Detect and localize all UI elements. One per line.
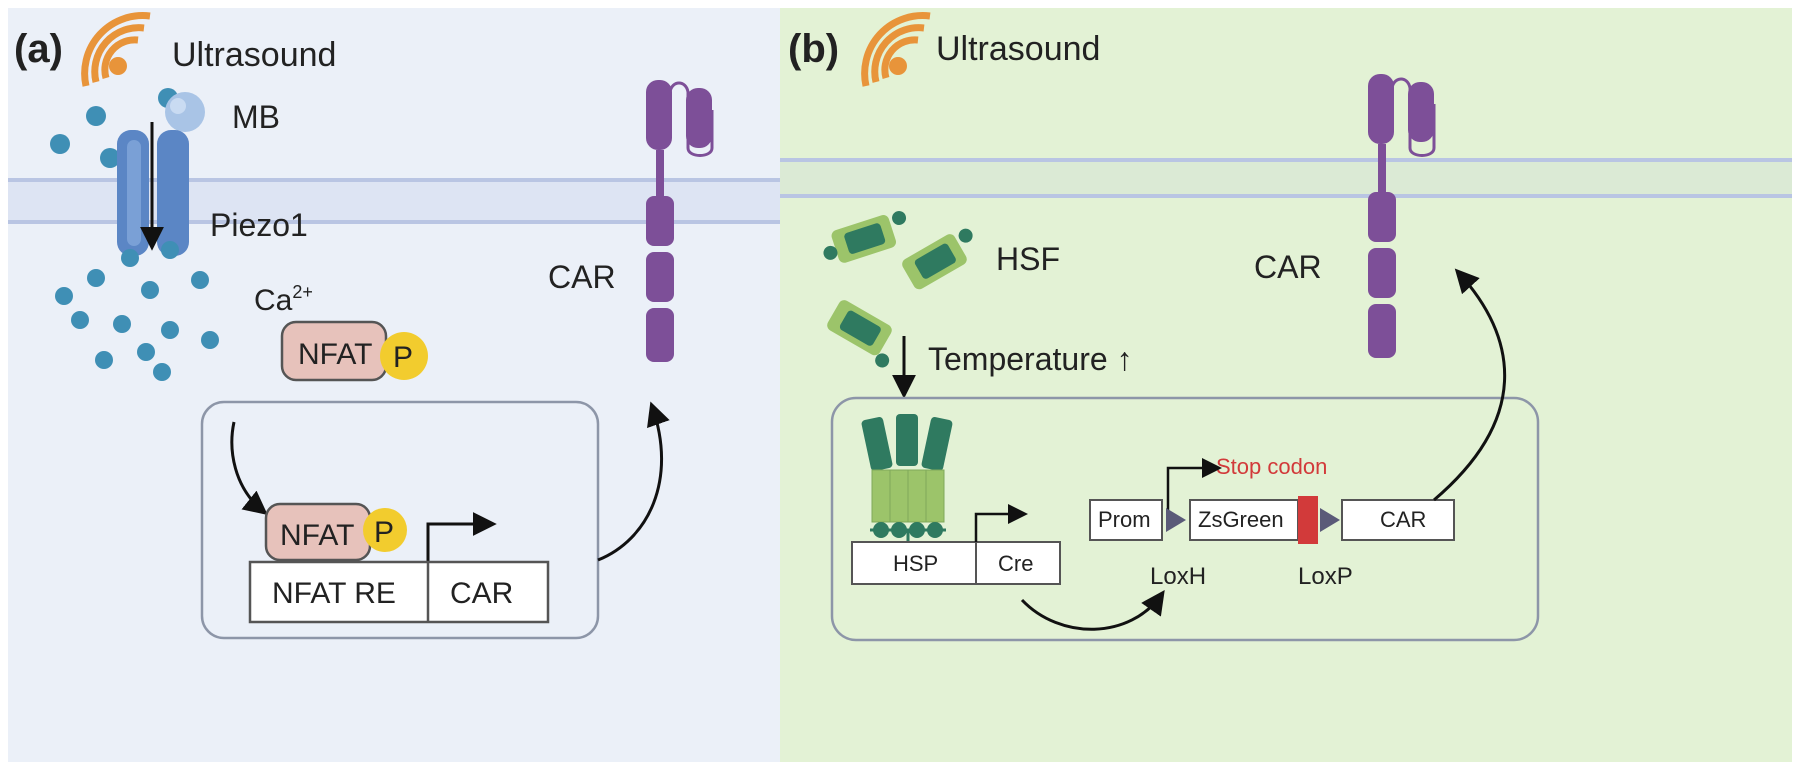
car-label-a: CAR (548, 259, 616, 295)
lox-stop-construct: Prom ZsGreen CAR (1089, 496, 1455, 544)
car-receptor-b (1368, 74, 1436, 358)
piezo1-label: Piezo1 (210, 207, 308, 243)
ultrasound-icon-b (861, 12, 931, 87)
nfat-label: NFAT (298, 338, 372, 371)
nfat-bound-label: NFAT (280, 519, 354, 552)
panel-a: (a) Ultrasound MB Piezo1 (8, 8, 888, 762)
intracellular-calcium-ions (55, 241, 219, 381)
loxh-site (1166, 508, 1186, 532)
car-expression-arrow-a (597, 401, 670, 562)
panel-b: (b) Ultrasound HSF (780, 8, 1792, 762)
extracellular-calcium-ions (50, 88, 178, 168)
phosphate-bound-label: P (374, 516, 394, 549)
car-expression-arrow-b (1433, 268, 1506, 502)
ultrasound-icon (81, 12, 151, 87)
hsf-label: HSF (996, 241, 1060, 277)
panel-b-background (780, 8, 1792, 762)
hsf-trimer (861, 414, 953, 542)
transcription-arrow-prom (1166, 458, 1222, 512)
calcium-label: Ca2+ (254, 282, 313, 317)
ultrasound-label: Ultrasound (172, 36, 336, 74)
ultrasound-label-b: Ultrasound (936, 30, 1100, 68)
zsgreen-label: ZsGreen (1198, 507, 1284, 532)
stop-codon-block (1298, 496, 1318, 544)
stop-codon-label: Stop codon (1216, 454, 1327, 479)
nfat-bound: NFAT P (264, 502, 407, 562)
panel-a-membrane (8, 180, 888, 222)
transcription-arrow-hsp (974, 504, 1028, 542)
nfat-phosphorylated: NFAT P (280, 320, 428, 382)
prom-label: Prom (1098, 507, 1151, 532)
car-label-b: CAR (1254, 249, 1322, 285)
panel-a-background (8, 8, 888, 762)
nucleus-a (200, 400, 600, 640)
nfat-re-construct: NFAT RE CAR (248, 560, 550, 624)
panel-b-membrane (780, 160, 1792, 196)
microbubble (165, 92, 205, 132)
temperature-label: Temperature ↑ (928, 341, 1133, 377)
panel-b-letter: (b) (788, 27, 839, 71)
panel-a-letter: (a) (14, 27, 63, 71)
transcription-arrow-a (426, 512, 497, 562)
car-receptor-a (646, 80, 714, 362)
car-gene-label-a: CAR (450, 577, 513, 610)
nucleus-b (830, 396, 1540, 642)
hsf-monomers (823, 210, 973, 368)
cre-label: Cre (998, 551, 1033, 576)
car-box-label: CAR (1380, 507, 1426, 532)
nfat-translocation-arrow (230, 421, 268, 516)
cre-action-arrow (1020, 590, 1165, 631)
loxp-label: LoxP (1298, 563, 1353, 590)
phosphate-label: P (393, 341, 413, 374)
piezo1-channel (117, 130, 189, 256)
loxp-site (1320, 508, 1340, 532)
hsp-cre-construct: HSP Cre (851, 541, 1061, 585)
mb-label: MB (232, 99, 280, 135)
hsp-label: HSP (893, 551, 938, 576)
loxh-label: LoxH (1150, 563, 1206, 590)
nfat-re-label: NFAT RE (272, 577, 396, 610)
